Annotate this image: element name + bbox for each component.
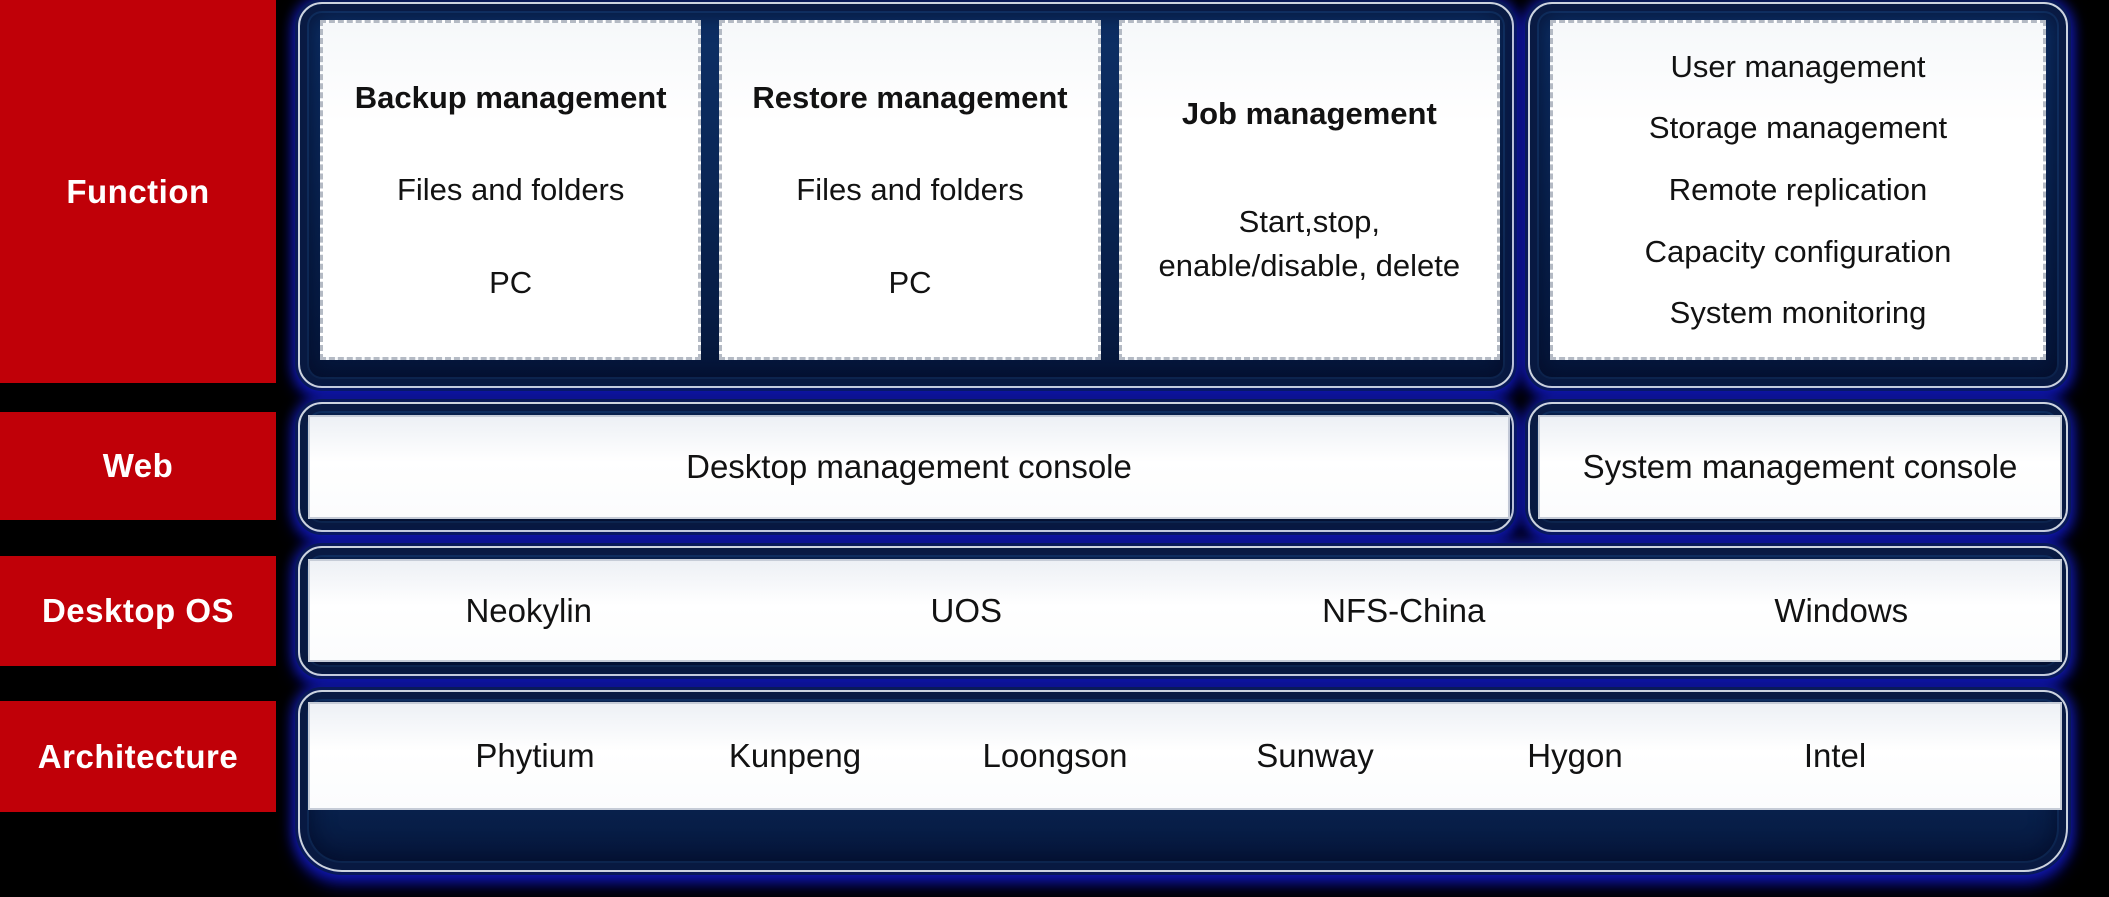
row-label-web: Web bbox=[0, 412, 276, 520]
backup-management-line: PC bbox=[489, 264, 533, 300]
restore-management-title: Restore management bbox=[752, 79, 1068, 115]
job-management-actions: Start,stop, enable/disable, delete bbox=[1159, 204, 1461, 284]
backup-management-line: Files and folders bbox=[396, 172, 625, 207]
row-label-function: Function bbox=[0, 0, 276, 383]
cpu-item-sunway: Sunway bbox=[1256, 737, 1374, 774]
desktop-os-bar: Neokylin UOS NFS-China Windows bbox=[308, 559, 2062, 662]
system-functions-box: User management Storage management Remot… bbox=[1550, 20, 2046, 360]
backup-management-box: Backup management Files and folders PC bbox=[320, 20, 702, 360]
cpu-item-intel: Intel bbox=[1803, 737, 1867, 774]
system-function-line: Remote replication bbox=[1668, 171, 1928, 207]
job-management-title: Job management bbox=[1181, 95, 1437, 131]
job-management-line: enable/disable, delete bbox=[1158, 248, 1461, 284]
cpu-item-phytium: Phytium bbox=[475, 737, 595, 774]
system-function-line: User management bbox=[1670, 48, 1926, 84]
cpu-item-loongson: Loongson bbox=[982, 737, 1128, 774]
job-management-box: Job management Start,stop, enable/disabl… bbox=[1118, 20, 1500, 360]
restore-management-line: PC bbox=[888, 264, 932, 300]
system-management-console-bar: System management console bbox=[1538, 415, 2062, 519]
function-panel-left: Backup management Files and folders PC R… bbox=[298, 2, 1514, 388]
job-management-line: Start,stop, bbox=[1238, 204, 1380, 240]
os-item-uos: UOS bbox=[930, 591, 1002, 629]
os-item-nfs-china: NFS-China bbox=[1322, 591, 1486, 629]
row-label-desktop-os: Desktop OS bbox=[0, 556, 276, 666]
system-function-line: Storage management bbox=[1648, 110, 1948, 146]
system-function-line: Capacity configuration bbox=[1644, 233, 1952, 269]
os-item-neokylin: Neokylin bbox=[465, 591, 593, 629]
os-item-windows: Windows bbox=[1774, 591, 1909, 629]
restore-management-box: Restore management Files and folders PC bbox=[719, 20, 1101, 360]
architecture-bar: Phytium Kunpeng Loongson Sunway Hygon In… bbox=[308, 702, 2062, 810]
system-function-line: System monitoring bbox=[1669, 295, 1927, 331]
cpu-item-kunpeng: Kunpeng bbox=[728, 737, 862, 774]
web-panel-right: System management console bbox=[1528, 402, 2068, 532]
desktop-management-console-bar: Desktop management console bbox=[308, 415, 1510, 519]
architecture-panel: Phytium Kunpeng Loongson Sunway Hygon In… bbox=[298, 690, 2068, 872]
backup-management-title: Backup management bbox=[354, 79, 667, 115]
cpu-item-hygon: Hygon bbox=[1527, 737, 1623, 774]
function-panel-right: User management Storage management Remot… bbox=[1528, 2, 2068, 388]
restore-management-line: Files and folders bbox=[796, 172, 1024, 207]
web-panel-left: Desktop management console bbox=[298, 402, 1514, 532]
desktop-os-panel: Neokylin UOS NFS-China Windows bbox=[298, 546, 2068, 676]
row-label-architecture: Architecture bbox=[0, 701, 276, 812]
